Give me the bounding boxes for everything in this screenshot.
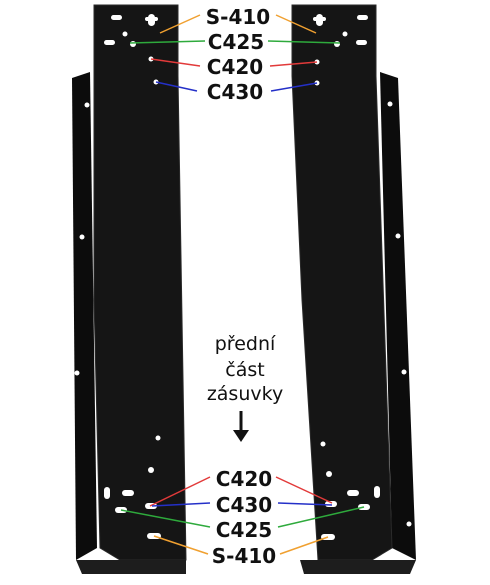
leader-top-c420-left <box>150 58 201 67</box>
bottom-labels: C420 C430 C425 S-410 <box>212 467 276 568</box>
note-line-2: část <box>225 359 264 381</box>
label-bottom-c420: C420 <box>216 467 272 491</box>
leader-top-c430-left <box>155 81 198 92</box>
mount-hole <box>84 102 90 108</box>
slot-hole <box>104 40 115 45</box>
slot-hole <box>111 15 122 20</box>
label-bottom-c430: C430 <box>216 493 272 517</box>
mount-hole <box>155 435 161 441</box>
leader-bottom-s410-left <box>153 535 209 555</box>
slot-hole <box>347 490 359 496</box>
slot-hole <box>356 40 367 45</box>
label-top-c420: C420 <box>207 55 263 79</box>
leader-bottom-s410-right <box>279 536 329 555</box>
mount-hole <box>342 31 348 37</box>
mount-hole <box>395 233 401 239</box>
mount-hole <box>320 441 326 447</box>
right-bracket-flange <box>380 72 416 560</box>
leader-top-c420-right <box>269 61 318 67</box>
right-bracket-plate <box>291 4 393 561</box>
left-bracket-flange <box>72 72 97 560</box>
slot-hole <box>122 490 134 496</box>
label-bottom-s410: S-410 <box>212 544 276 568</box>
left-bracket-base-lip <box>76 560 186 574</box>
slot-hole <box>104 487 110 499</box>
mount-hole <box>334 41 340 47</box>
slot-hole <box>357 15 368 20</box>
leader-lines <box>120 14 365 555</box>
leader-top-c430-right <box>270 82 318 92</box>
mount-hole <box>122 31 128 37</box>
mount-hole <box>79 234 85 240</box>
right-bracket-base-lip <box>300 560 416 574</box>
note-line-3: zásuvky <box>207 383 283 405</box>
leader-top-c425-left <box>129 40 206 44</box>
slot-hole <box>374 486 380 498</box>
label-top-c430: C430 <box>207 80 263 104</box>
mount-hole <box>69 521 75 527</box>
label-bottom-c425: C425 <box>216 518 272 542</box>
note-line-1: přední <box>215 333 276 355</box>
right-bracket <box>291 4 416 574</box>
mount-hole <box>401 369 407 375</box>
label-top-c425: C425 <box>208 30 264 54</box>
top-labels: S-410 C425 C420 C430 <box>206 5 270 104</box>
leader-bottom-c420-right <box>275 476 333 504</box>
down-arrow-icon <box>233 411 249 442</box>
mount-hole <box>148 467 154 473</box>
leader-top-s410-left <box>159 14 201 34</box>
mount-hole <box>130 41 136 47</box>
slot-hole <box>145 17 158 21</box>
mount-hole <box>406 521 412 527</box>
left-bracket-plate <box>93 4 187 561</box>
front-note: přední část zásuvky <box>207 333 283 442</box>
leader-bottom-c425-left <box>120 509 211 528</box>
leader-top-s410-right <box>275 14 317 34</box>
left-bracket <box>69 4 187 574</box>
leader-bottom-c430-right <box>277 502 333 506</box>
leader-bottom-c430-left <box>151 502 211 507</box>
label-top-s410: S-410 <box>206 5 270 29</box>
mount-hole <box>74 370 80 376</box>
leader-bottom-c420-left <box>149 476 211 507</box>
leader-bottom-c425-right <box>277 506 365 528</box>
leader-top-c425-right <box>267 40 341 44</box>
mount-hole <box>326 471 332 477</box>
mount-hole <box>387 101 393 107</box>
slot-hole <box>313 17 326 21</box>
